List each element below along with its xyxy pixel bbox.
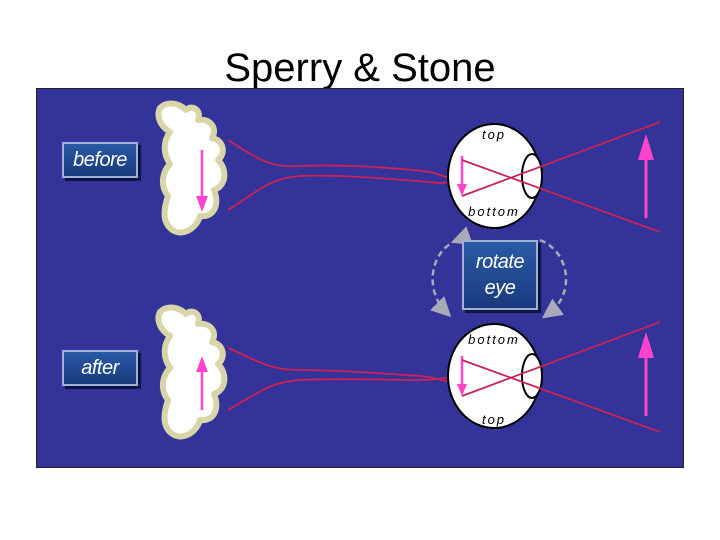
tectum-bottom [155, 304, 228, 440]
ray-top-1 [461, 159, 661, 233]
rotate-eye-label: rotate eye [462, 240, 538, 310]
eye-bottom-upper-label: bottom [468, 332, 520, 347]
slide-title: Sperry & Stone [224, 46, 496, 90]
diagram-panel [36, 88, 684, 468]
lens-top [521, 153, 543, 199]
ray-top-2 [461, 121, 661, 197]
retina-arrowhead-bottom [457, 384, 467, 396]
object-arrowhead-bottom [638, 332, 654, 358]
rotate-arrow-left [430, 226, 474, 318]
rotate-arrow-right [539, 238, 568, 319]
lens-bottom [521, 353, 543, 399]
tectum-arrowhead-down [196, 196, 208, 212]
ray-bottom-1 [461, 359, 661, 433]
tectum-top [155, 100, 228, 236]
after-label: after [62, 350, 138, 386]
retina-arrowhead-top [457, 184, 467, 196]
rotate-eye-label-line1: rotate [475, 251, 525, 273]
object-arrowhead-top [638, 134, 654, 160]
eye-bottom-lower-label: top [482, 412, 506, 427]
eye-top-upper-label: top [482, 127, 506, 142]
rotate-eye-label-line2: eye [484, 277, 516, 299]
eye-top-lower-label: bottom [468, 204, 520, 219]
tectum-arrowhead-up [196, 356, 208, 372]
before-label: before [62, 142, 138, 178]
ray-bottom-2 [461, 321, 661, 397]
